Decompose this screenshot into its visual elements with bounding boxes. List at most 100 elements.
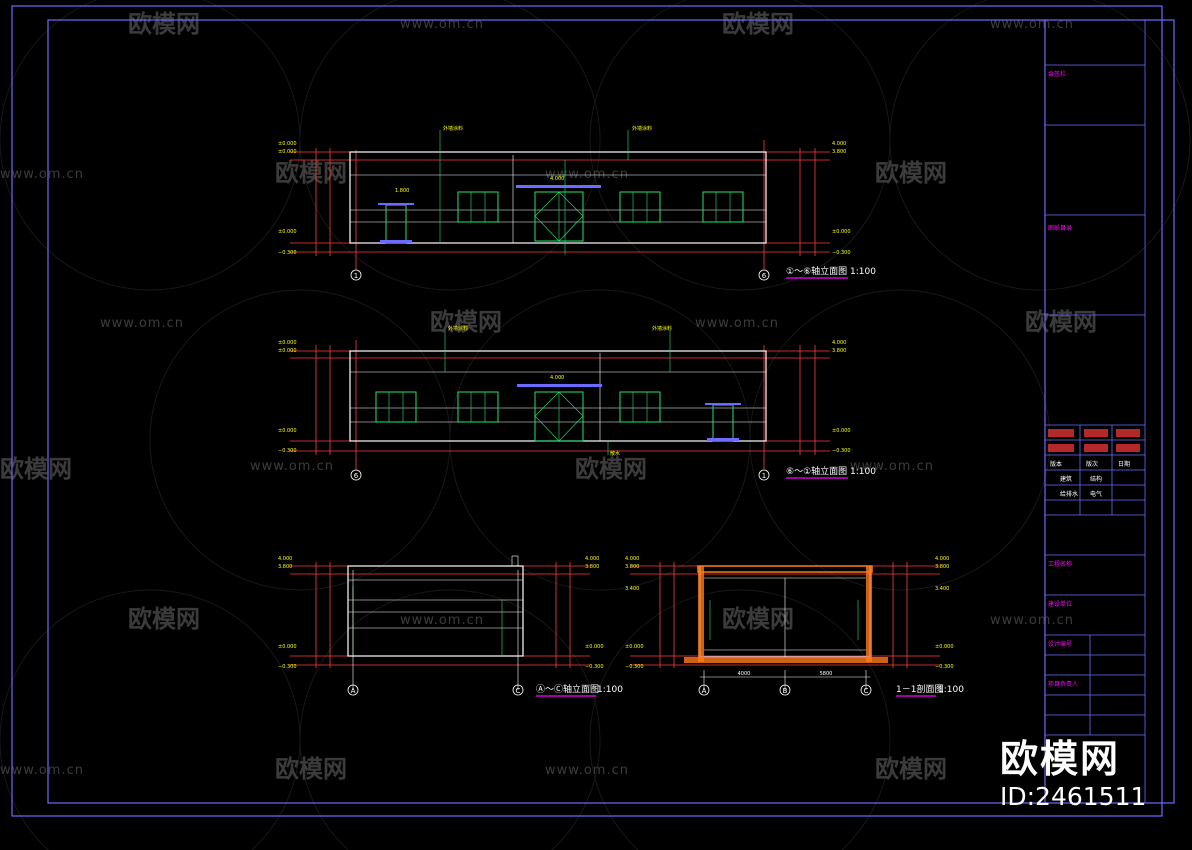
watermark-brand-texts: 欧模网 欧模网 欧模网 欧模网 欧模网 欧模网 欧模网 欧模网 欧模网 欧模网 …	[0, 10, 1097, 783]
watermark-id: ID:2461511	[1000, 782, 1147, 811]
svg-text:−0.300: −0.300	[278, 250, 297, 256]
svg-text:4.000: 4.000	[832, 141, 846, 147]
svg-text:±0.000: ±0.000	[832, 428, 851, 434]
watermark-brand: 欧模网	[875, 755, 947, 783]
elevation-a-c: 4.000 3.800 ±0.000 −0.300 4.000 3.800 ±0.00…	[278, 555, 623, 697]
svg-text:±0.000: ±0.000	[278, 340, 297, 346]
svg-text:3.800: 3.800	[585, 564, 599, 570]
sign-label: 建筑	[1060, 475, 1072, 483]
sign-label: 给排水	[1060, 490, 1078, 498]
watermark-brand: 欧模网	[275, 159, 347, 187]
svg-text:±0.000: ±0.000	[278, 149, 297, 155]
watermark-url: www.om.cn	[0, 763, 84, 778]
watermark-brand: 欧模网	[722, 10, 794, 38]
svg-text:±0.000: ±0.000	[585, 644, 604, 650]
svg-text:±0.000: ±0.000	[625, 644, 644, 650]
section-dimension: 4000	[738, 671, 751, 677]
outer-border	[11, 5, 1163, 817]
svg-text:散水: 散水	[610, 450, 620, 457]
title-row-label: 会签栏	[1048, 70, 1066, 78]
version-label: 日期	[1118, 460, 1130, 468]
elevation-scale: 1:100	[850, 267, 876, 277]
elevation-scale: 1:100	[850, 467, 876, 477]
elevation-1-6: ±0.000 ±0.000 ±0.000 −0.300 4.000 3.800 ±0.…	[278, 125, 876, 281]
svg-text:4.000: 4.000	[625, 556, 639, 562]
axis-bubble-label: C	[516, 687, 521, 695]
elevation-title: ①～⑥轴立面图	[786, 265, 847, 277]
title-block: 会签栏 图纸目录 工程名称 建设单位 设计编号 项目负责人 版本 版次 日期 建…	[1045, 20, 1146, 803]
watermark-url: www.om.cn	[100, 316, 184, 331]
svg-text:3.800: 3.800	[832, 149, 846, 155]
svg-text:3.800: 3.800	[625, 564, 639, 570]
watermark-brand: 欧模网	[722, 605, 794, 633]
axis-bubble-label: A	[351, 687, 356, 695]
watermark-url: www.om.cn	[990, 17, 1074, 32]
watermark-url: www.om.cn	[250, 459, 334, 474]
svg-text:±0.000: ±0.000	[278, 644, 297, 650]
elevation-scale: 1:100	[597, 685, 623, 695]
watermark-url: www.om.cn	[545, 763, 629, 778]
title-row-label: 工程名称	[1048, 560, 1072, 568]
svg-text:3.400: 3.400	[625, 586, 639, 592]
svg-text:−0.300: −0.300	[832, 448, 851, 454]
svg-text:−0.300: −0.300	[585, 664, 604, 670]
section-dimension: 5800	[820, 671, 833, 677]
watermark-url-texts: www.om.cn www.om.cn www.om.cn www.om.cn …	[0, 17, 1074, 778]
svg-text:4.000: 4.000	[278, 556, 292, 562]
section-scale: 1:100	[938, 685, 964, 695]
watermark-brand: 欧模网	[875, 159, 947, 187]
svg-text:±0.000: ±0.000	[278, 348, 297, 354]
svg-text:−0.300: −0.300	[625, 664, 644, 670]
svg-text:±0.000: ±0.000	[278, 141, 297, 147]
svg-text:外墙涂料: 外墙涂料	[632, 125, 652, 132]
svg-text:4.000: 4.000	[585, 556, 599, 562]
watermark-brand: 欧模网	[128, 10, 200, 38]
svg-text:−0.300: −0.300	[832, 250, 851, 256]
watermark-url: www.om.cn	[695, 316, 779, 331]
axis-bubble-label: 1	[762, 472, 766, 480]
axis-bubble-label: 6	[354, 472, 359, 480]
watermark-brand: 欧模网	[430, 308, 502, 336]
version-label: 版次	[1086, 460, 1098, 468]
inner-border	[47, 19, 1175, 804]
svg-text:3.400: 3.400	[935, 586, 949, 592]
svg-text:±0.000: ±0.000	[935, 644, 954, 650]
watermark-url: www.om.cn	[400, 613, 484, 628]
sign-label: 结构	[1090, 475, 1102, 483]
svg-text:外墙涂料: 外墙涂料	[652, 325, 672, 332]
watermark-logo-text: 欧模网	[1000, 737, 1121, 781]
elevation-6-1: ±0.000 ±0.000 ±0.000 −0.300 4.000 3.800 ±0.…	[278, 325, 876, 481]
axis-bubble-label: A	[702, 687, 707, 695]
svg-text:4.000: 4.000	[550, 375, 564, 381]
svg-text:3.800: 3.800	[278, 564, 292, 570]
watermark-url: www.om.cn	[990, 613, 1074, 628]
watermark-brand: 欧模网	[575, 455, 647, 483]
watermark-url: www.om.cn	[400, 17, 484, 32]
svg-text:±0.000: ±0.000	[278, 428, 297, 434]
svg-text:±0.000: ±0.000	[832, 229, 851, 235]
svg-text:1.800: 1.800	[395, 188, 409, 194]
axis-bubble-label: B	[783, 687, 788, 695]
title-row-label: 建设单位	[1048, 600, 1072, 608]
title-row-label: 图纸目录	[1048, 224, 1072, 232]
watermark-url: www.om.cn	[545, 167, 629, 182]
watermark-brand: 欧模网	[275, 755, 347, 783]
watermark-brand: 欧模网	[1025, 308, 1097, 336]
section-title: 1－1剖面图	[896, 683, 943, 695]
svg-text:±0.000: ±0.000	[278, 229, 297, 235]
watermark-brand: 欧模网	[0, 455, 72, 483]
svg-text:−0.300: −0.300	[278, 664, 297, 670]
watermark-brand: 欧模网	[128, 605, 200, 633]
svg-text:4.000: 4.000	[832, 340, 846, 346]
svg-text:3.800: 3.800	[832, 348, 846, 354]
sign-label: 电气	[1090, 490, 1102, 498]
svg-text:3.800: 3.800	[935, 564, 949, 570]
watermark-url: www.om.cn	[0, 167, 84, 182]
svg-text:外墙涂料: 外墙涂料	[448, 325, 468, 332]
elevation-title: Ⓐ～Ⓒ轴立面图	[536, 683, 599, 695]
svg-text:4.000: 4.000	[550, 176, 564, 182]
watermark-url: www.om.cn	[850, 459, 934, 474]
